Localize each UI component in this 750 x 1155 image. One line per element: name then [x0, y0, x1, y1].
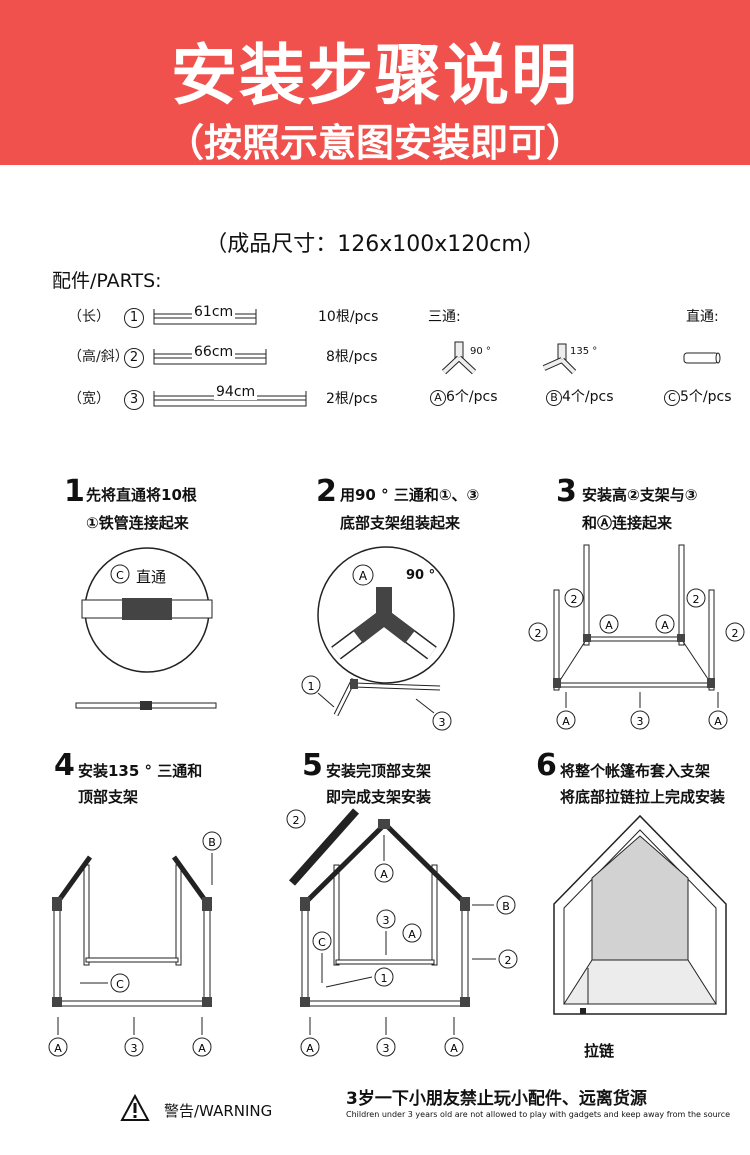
- svg-text:A: A: [408, 928, 416, 941]
- step-4-line1: 安装135 ° 三通和: [78, 762, 203, 780]
- svg-text:1: 1: [308, 680, 315, 693]
- step-4-number: 4: [54, 748, 75, 783]
- step-6-line1: 将整个帐篷布套入支架: [560, 762, 711, 780]
- step-3-diagram: 2 2 2 2 A A A 3 A: [524, 540, 750, 740]
- part-name-3: （宽）: [68, 391, 110, 407]
- svg-text:3: 3: [131, 1042, 138, 1055]
- tee-label: 三通:: [428, 309, 461, 325]
- step-5-diagram: 2 A 3 A C 1 B 2 A 3 A: [276, 805, 526, 1060]
- part-num-3: 3: [124, 388, 144, 410]
- step-3-line2: 和Ⓐ连接起来: [582, 514, 673, 532]
- step-5-line2: 即完成支架安装: [326, 788, 432, 806]
- angle-90-label: 90 °: [470, 346, 491, 357]
- svg-text:A: A: [661, 619, 669, 632]
- svg-text:A: A: [54, 1042, 62, 1055]
- part-name-1: （长）: [68, 309, 110, 325]
- parts-label: 配件/PARTS:: [52, 270, 162, 292]
- svg-text:A: A: [714, 715, 722, 728]
- part-qty-1: 10根/pcs: [318, 309, 379, 325]
- svg-text:2: 2: [505, 954, 512, 967]
- svg-text:B: B: [208, 836, 216, 849]
- svg-text:2: 2: [693, 593, 700, 606]
- part-qty-3: 2根/pcs: [326, 391, 378, 407]
- svg-text:2: 2: [535, 627, 542, 640]
- svg-text:2: 2: [571, 593, 578, 606]
- step-2-diagram: A 1 3: [296, 545, 471, 740]
- straight-connector-icon: [682, 350, 722, 364]
- step-3-number: 3: [556, 474, 577, 509]
- part-length-1: 61cm: [192, 304, 236, 320]
- part-length-2: 66cm: [192, 344, 236, 360]
- svg-text:A: A: [359, 569, 368, 583]
- step-4-line2: 顶部支架: [78, 788, 139, 806]
- step-4-diagram: B C A 3 A: [40, 825, 230, 1060]
- part-length-3: 94cm: [214, 384, 258, 400]
- angle-135-label: 135 °: [570, 346, 598, 357]
- step-6-line2: 将底部拉链拉上完成安装: [560, 788, 726, 806]
- part-num-1: 1: [124, 306, 144, 328]
- zipper-label: 拉链: [584, 1042, 615, 1060]
- svg-text:A: A: [450, 1042, 458, 1055]
- step-6-number: 6: [536, 748, 557, 783]
- svg-text:A: A: [380, 868, 388, 881]
- step-3-line1: 安装高②支架与③: [582, 486, 698, 504]
- svg-text:1: 1: [381, 972, 388, 985]
- svg-text:2: 2: [732, 627, 739, 640]
- step-2-number: 2: [316, 474, 337, 509]
- page-title: 安装步骤说明: [171, 37, 579, 114]
- svg-text:A: A: [198, 1042, 206, 1055]
- step-1-line2: ①铁管连接起来: [86, 514, 189, 532]
- step-5-line1: 安装完顶部支架: [326, 762, 432, 780]
- header-banner: [0, 0, 750, 165]
- svg-text:3: 3: [439, 716, 446, 729]
- warning-label: 警告/WARNING: [164, 1102, 273, 1120]
- svg-text:3: 3: [383, 914, 390, 927]
- product-size: （成品尺寸：126x100x120cm）: [205, 232, 545, 257]
- step-1-number: 1: [64, 474, 85, 509]
- tee-90-icon: [438, 340, 488, 380]
- step-6-tent-diagram: [548, 808, 738, 1028]
- svg-text:3: 3: [637, 715, 644, 728]
- part-num-2: 2: [124, 346, 144, 368]
- tee-135-icon: [540, 342, 580, 378]
- step-1-callout: 直通: [136, 568, 167, 586]
- page-subtitle: （按照示意图安装即可）: [165, 121, 584, 165]
- svg-text:A: A: [306, 1042, 314, 1055]
- svg-text:C: C: [116, 978, 124, 991]
- warning-triangle-icon: [120, 1093, 150, 1122]
- svg-text:B: B: [502, 900, 510, 913]
- svg-text:3: 3: [383, 1042, 390, 1055]
- step-2-line1: 用90 ° 三通和①、③: [340, 486, 480, 504]
- svg-text:A: A: [562, 715, 570, 728]
- part-qty-2: 8根/pcs: [326, 349, 378, 365]
- part-name-2: （高/斜）: [68, 349, 129, 365]
- svg-text:C: C: [318, 936, 326, 949]
- svg-text:A: A: [605, 619, 613, 632]
- straight-label: 直通:: [686, 309, 719, 325]
- svg-text:C: C: [116, 569, 124, 582]
- step-1-line1: 先将直通将10根: [86, 486, 197, 504]
- warning-text-en: Children under 3 years old are not allow…: [346, 1110, 731, 1119]
- step-5-number: 5: [302, 748, 323, 783]
- step-2-line2: 底部支架组装起来: [340, 514, 461, 532]
- svg-text:2: 2: [293, 814, 300, 827]
- step-1-diagram: C: [74, 545, 224, 725]
- step-2-callout: 90 °: [406, 568, 436, 583]
- warning-text-cn: 3岁一下小朋友禁止玩小配件、远离货源: [346, 1089, 647, 1109]
